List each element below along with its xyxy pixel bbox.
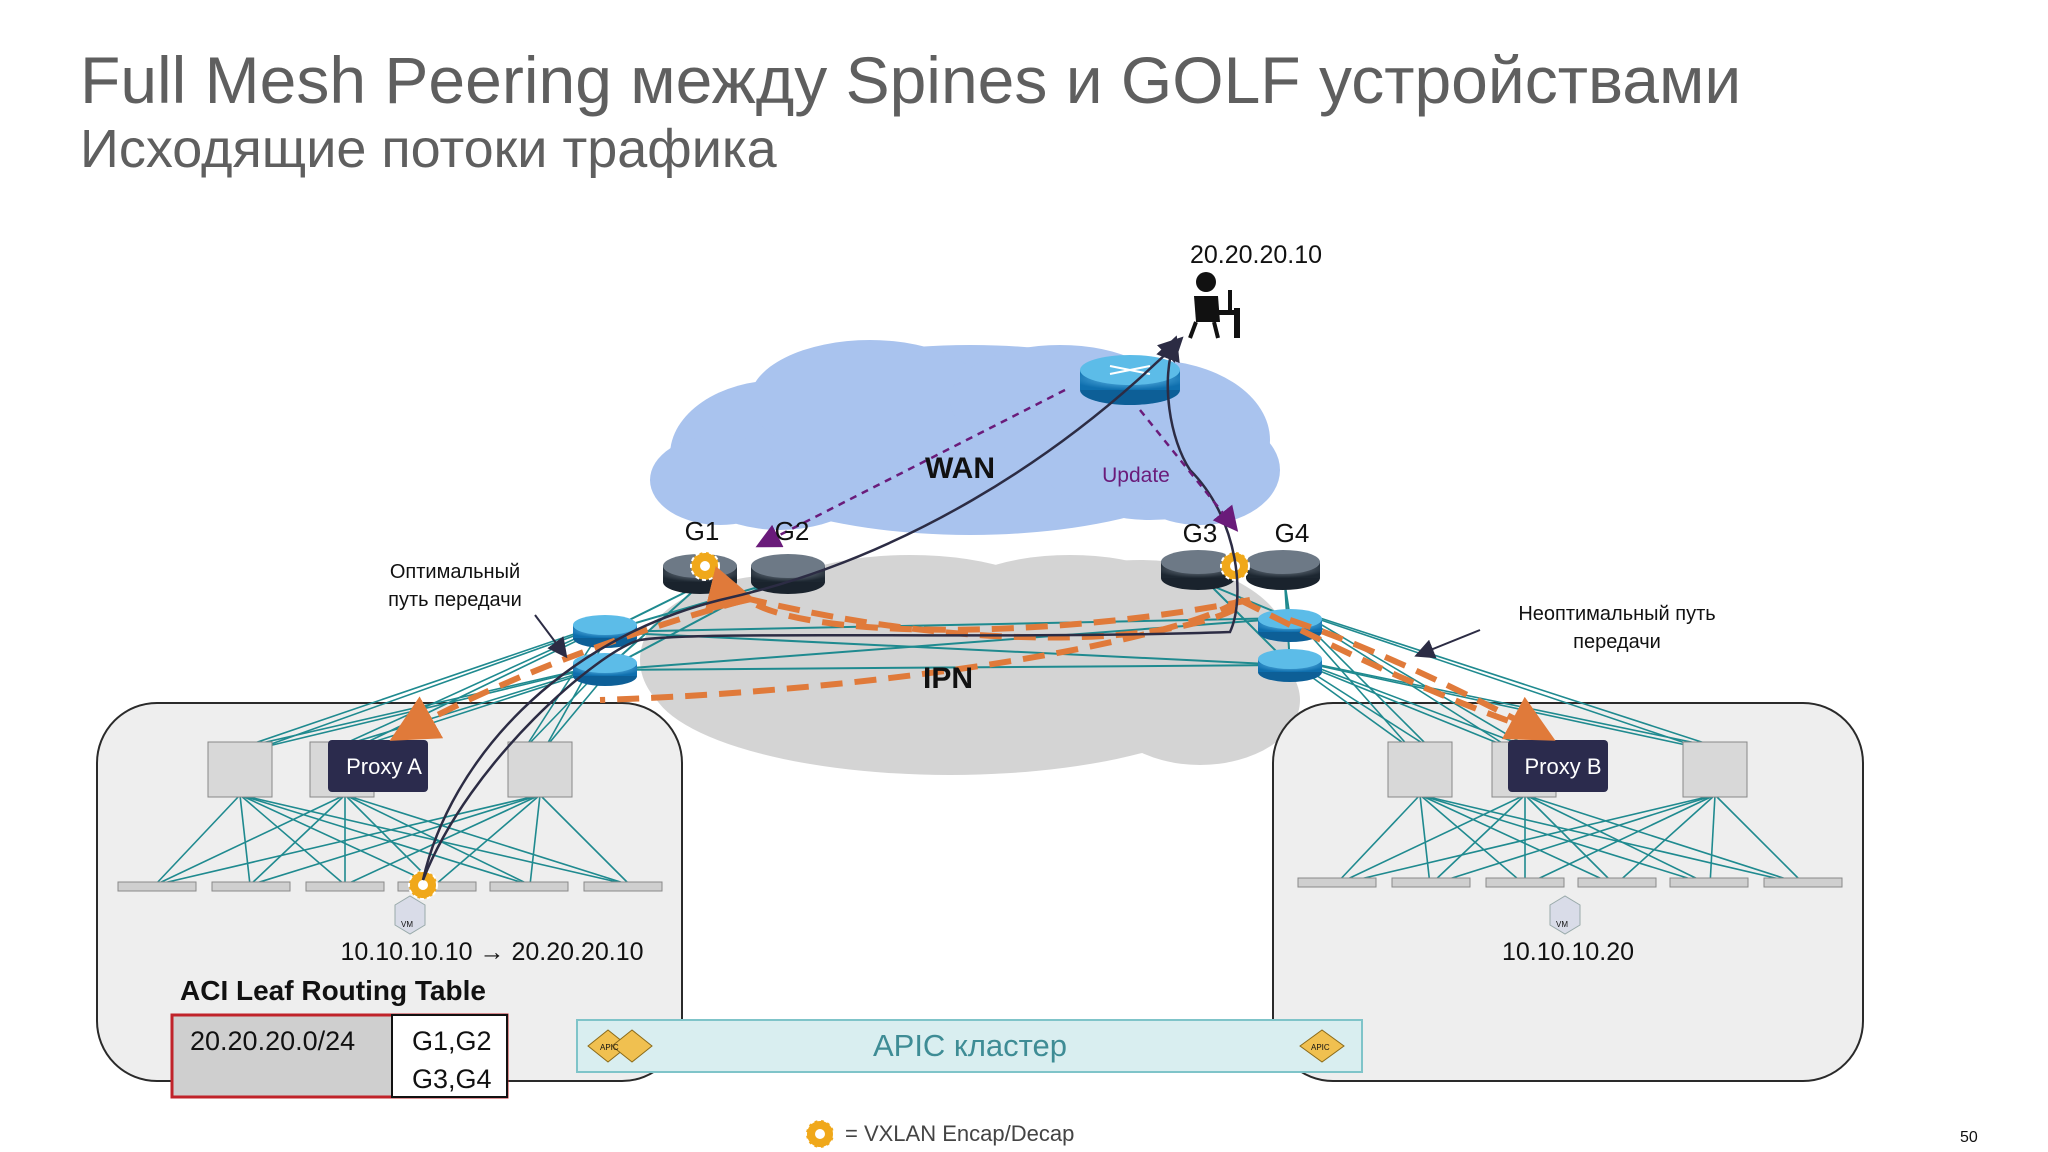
pod-b-fabric-mesh [1334, 794, 1806, 886]
ipn-router-left-2 [573, 653, 637, 686]
golf-g4-label: G4 [1275, 518, 1310, 548]
update-arrows [755, 388, 1239, 548]
host-ip-label: 20.20.20.10 [1190, 241, 1322, 269]
golf-router-g4 [1246, 550, 1320, 590]
wan-cloud [650, 340, 1280, 535]
suboptimal-path-label-line1: Неоптимальный путь [1518, 603, 1715, 625]
slide-subtitle: Исходящие потоки трафика [80, 119, 777, 179]
legend-vxlan: = VXLAN Encap/Decap [805, 1119, 1074, 1149]
routing-table: 20.20.20.0/24 G1,G2 G3,G4 [170, 1013, 509, 1099]
slide-title: Full Mesh Peering между Spines и GOLF ус… [80, 43, 1742, 117]
routing-table-title: ACI Leaf Routing Table [180, 975, 486, 1006]
vxlan-gear-icon-g1 [690, 551, 720, 581]
vxlan-gear-icon-leaf [408, 870, 438, 900]
svg-text:VM: VM [1556, 920, 1568, 929]
golf-router-g3 [1161, 550, 1235, 590]
ipn-router-right-2 [1258, 649, 1322, 682]
update-label: Update [1102, 464, 1170, 487]
proxy-b-label: Proxy B [1524, 754, 1601, 779]
optimal-path-label-line2: путь передачи [388, 589, 522, 611]
apic-icon-right: APIC [1299, 1029, 1345, 1063]
user-workstation-icon [1188, 272, 1240, 339]
vm-icon-right: VM [1549, 895, 1581, 935]
suboptimal-path-arrow [1414, 629, 1481, 659]
apic-cluster-label: APIC кластер [873, 1028, 1067, 1063]
optimal-path-arrow [534, 614, 568, 659]
legend-label: = VXLAN Encap/Decap [845, 1121, 1074, 1146]
proxy-a-box: Proxy A [328, 740, 428, 792]
page-number: 50 [1960, 1129, 1978, 1146]
orange-dashed-flows [389, 566, 1556, 741]
svg-text:APIC: APIC [1311, 1043, 1330, 1052]
optimal-path-label-line1: Оптимальный [390, 561, 520, 583]
wan-label: WAN [925, 452, 995, 485]
traffic-flow-paths [421, 335, 1239, 881]
routing-prefix: 20.20.20.0/24 [190, 1026, 355, 1056]
wan-router [1080, 355, 1180, 405]
golf-g2-label: G2 [775, 516, 810, 546]
pod-a-leaves [117, 881, 663, 892]
golf-g3-label: G3 [1183, 518, 1218, 548]
vm-icon-left: VM [394, 895, 426, 935]
flow-left-label: 10.10.10.10 → 20.20.20.10 [340, 938, 643, 966]
pod-a-fabric-mesh [154, 794, 631, 886]
apic-cluster-bar: APIC кластер [576, 1019, 1363, 1073]
routing-next-hop-2: G3,G4 [412, 1064, 492, 1094]
suboptimal-path-label-line2: передачи [1573, 631, 1661, 653]
proxy-b-box: Proxy B [1508, 740, 1608, 792]
routing-next-hop-1: G1,G2 [412, 1026, 492, 1056]
golf-g1-label: G1 [685, 516, 720, 546]
pod-b-leaves [1297, 877, 1843, 888]
svg-text:VM: VM [401, 920, 413, 929]
ipn-router-left-1 [573, 615, 637, 648]
vm-right-ip-label: 10.10.10.20 [1502, 938, 1634, 966]
ipn-label: IPN [923, 662, 973, 695]
svg-text:APIC: APIC [600, 1043, 619, 1052]
apic-icon-left: APIC [587, 1029, 653, 1063]
proxy-a-label: Proxy A [346, 754, 422, 779]
